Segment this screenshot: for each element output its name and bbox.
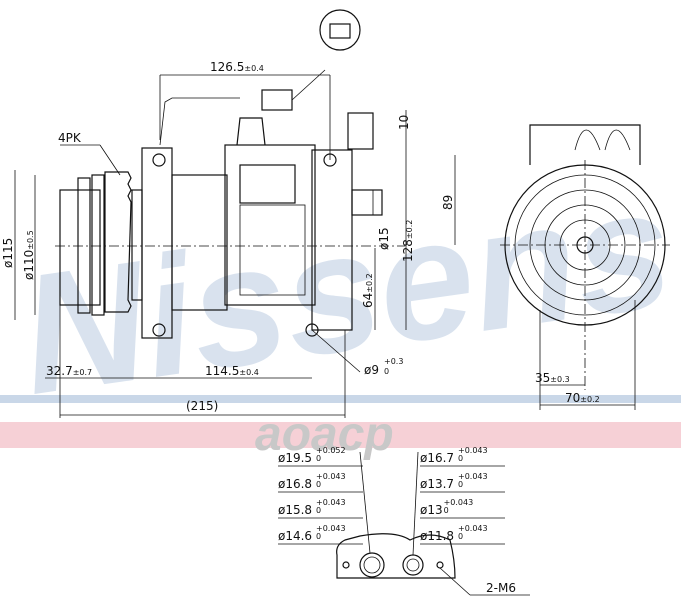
dim-215: (215) [186, 399, 218, 413]
tol-lower: 0 [316, 480, 321, 489]
pulley-label: 4PK [58, 131, 82, 145]
port-diameter: ø13 [420, 503, 443, 517]
svg-text:128±0.2: 128±0.2 [401, 220, 415, 262]
port-labels: ø19.5+0.0520ø16.8+0.0430ø15.8+0.0430ø14.… [278, 446, 505, 545]
side-view [14, 9, 407, 418]
dim-15: ø15 [377, 227, 391, 250]
port-view: 2-M6 [336, 451, 530, 596]
port-diameter: ø11.8 [420, 529, 454, 543]
tol-upper: +0.043 [458, 524, 488, 533]
watermark-brand: Nissens [10, 152, 681, 431]
svg-text:114.5±0.4: 114.5±0.4 [205, 364, 259, 378]
svg-text:64±0.2: 64±0.2 [361, 273, 375, 308]
tol-upper: +0.043 [316, 472, 346, 481]
tol-upper: +0.043 [458, 472, 488, 481]
port-diameter: ø15.8 [278, 503, 312, 517]
port-diameter: ø13.7 [420, 477, 454, 491]
svg-text:+0.3: +0.3 [384, 357, 403, 366]
svg-text:35±0.3: 35±0.3 [535, 371, 570, 385]
connector-detail [319, 9, 361, 51]
watermark-band-blue [0, 395, 681, 403]
svg-text:0: 0 [384, 367, 389, 376]
svg-text:126.5±0.4: 126.5±0.4 [210, 60, 264, 74]
thread-label: 2-M6 [486, 581, 516, 595]
tol-lower: 0 [458, 532, 463, 541]
port-diameter: ø16.7 [420, 451, 454, 465]
tol-upper: +0.043 [458, 446, 488, 455]
tol-lower: 0 [458, 454, 463, 463]
tol-upper: +0.043 [316, 524, 346, 533]
watermark-band-text: aoacp [255, 408, 394, 461]
tol-lower: 0 [458, 480, 463, 489]
svg-text:70±0.2: 70±0.2 [565, 391, 600, 405]
tol-upper: +0.043 [316, 498, 346, 507]
side-view-dimensions: 126.5±0.4 10 4PK ø115 ø110±0.5 ø15 128±0… [1, 60, 415, 413]
port-diameter: ø16.8 [278, 477, 312, 491]
tol-upper: +0.052 [316, 446, 346, 455]
dim-115: ø115 [1, 238, 15, 268]
tol-lower: 0 [316, 506, 321, 515]
tol-lower: 0 [444, 506, 449, 515]
svg-text:ø9: ø9 [364, 363, 379, 377]
front-view: 89 35±0.3 70±0.2 [441, 124, 670, 410]
port-diameter: ø14.6 [278, 529, 312, 543]
svg-text:ø110±0.5: ø110±0.5 [22, 230, 36, 280]
dim-10: 10 [397, 115, 411, 130]
port-diameter: ø19.5 [278, 451, 312, 465]
tol-upper: +0.043 [444, 498, 474, 507]
watermark-band-pink [0, 422, 681, 448]
tol-lower: 0 [316, 532, 321, 541]
dim-89: 89 [441, 195, 455, 210]
svg-text:32.7±0.7: 32.7±0.7 [46, 364, 92, 378]
tol-lower: 0 [316, 454, 321, 463]
